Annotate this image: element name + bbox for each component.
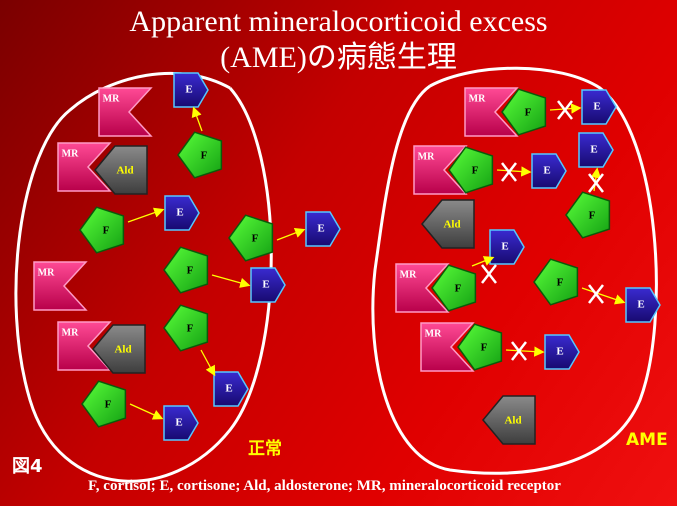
shape-label: F xyxy=(589,210,596,222)
ame-e-4: E xyxy=(490,230,524,264)
block-x-mark xyxy=(502,163,516,181)
ame-ald-1: Ald xyxy=(422,200,474,248)
shape-label: E xyxy=(543,165,550,177)
shape-label: MR xyxy=(103,93,120,104)
shape-label: F xyxy=(201,150,208,162)
normal-f-6: F xyxy=(82,381,125,427)
conversion-arrow xyxy=(194,109,202,131)
conversion-arrow xyxy=(130,404,161,418)
shape-label: E xyxy=(590,144,597,156)
shape-label: E xyxy=(637,299,644,311)
normal-f-3: F xyxy=(229,215,272,261)
normal-f-5: F xyxy=(164,305,207,351)
shape-label: MR xyxy=(400,269,417,280)
ame-e-6: E xyxy=(545,335,579,369)
shape-label: E xyxy=(317,223,324,235)
normal-e-6: E xyxy=(164,406,198,440)
ame-e-2: E xyxy=(532,154,566,188)
ame-f-5: F xyxy=(534,259,577,305)
ame-label: AME xyxy=(626,430,668,450)
shape-label: E xyxy=(225,383,232,395)
conversion-arrow xyxy=(277,230,303,240)
ame-f-3: F xyxy=(566,192,609,238)
shape-label: Ald xyxy=(116,165,133,177)
normal-label: 正常 xyxy=(248,434,282,459)
shape-label: E xyxy=(556,346,563,358)
block-x-mark xyxy=(482,265,496,283)
normal-e-5: E xyxy=(214,372,248,406)
ame-e-1: E xyxy=(582,90,616,124)
shape-label: MR xyxy=(418,151,435,162)
shape-label: F xyxy=(455,283,462,295)
shape-label: E xyxy=(262,279,269,291)
shape-label: F xyxy=(187,323,194,335)
shape-label: MR xyxy=(469,93,486,104)
shape-label: F xyxy=(105,399,112,411)
shape-label: MR xyxy=(38,267,55,278)
normal-mr-top: MR xyxy=(99,88,151,136)
conversion-arrow xyxy=(582,288,623,302)
conversion-arrow xyxy=(212,275,248,285)
shape-label: MR xyxy=(425,328,442,339)
shape-label: F xyxy=(187,265,194,277)
shape-label: E xyxy=(176,207,183,219)
shape-label: F xyxy=(252,233,259,245)
conversion-arrow xyxy=(506,350,542,352)
shape-label: F xyxy=(481,342,488,354)
shape-label: Ald xyxy=(443,219,460,231)
shape-label: F xyxy=(525,107,532,119)
conversion-arrow xyxy=(128,210,162,222)
shape-label: E xyxy=(185,84,192,96)
shape-label: MR xyxy=(62,327,79,338)
figure-number: 図4 xyxy=(12,452,43,478)
shape-label: MR xyxy=(62,148,79,159)
normal-f-1: F xyxy=(178,132,221,178)
normal-f-4: F xyxy=(164,247,207,293)
shape-label: Ald xyxy=(504,415,521,427)
shape-label: E xyxy=(175,417,182,429)
shape-label: F xyxy=(103,225,110,237)
caption: F, cortisol; E, cortisone; Ald, aldoster… xyxy=(88,478,561,495)
conversion-arrow xyxy=(497,170,529,172)
shape-label: Ald xyxy=(114,344,131,356)
shape-label: E xyxy=(501,241,508,253)
title-line1: Apparent mineralocorticoid excess xyxy=(0,4,677,40)
shape-label: E xyxy=(593,101,600,113)
normal-mr-free: MR xyxy=(34,262,86,310)
normal-f-2: F xyxy=(80,207,123,253)
block-x-mark xyxy=(558,101,572,119)
normal-e-2: E xyxy=(165,196,199,230)
shape-label: F xyxy=(557,277,564,289)
ame-e-3: E xyxy=(579,133,613,167)
normal-e-3: E xyxy=(306,212,340,246)
ame-ald-2: Ald xyxy=(483,396,535,444)
shape-label: F xyxy=(472,165,479,177)
conversion-arrow xyxy=(201,350,214,374)
normal-e-4: E xyxy=(251,268,285,302)
title-line2: (AME)の病態生理 xyxy=(0,40,677,76)
conversion-arrow xyxy=(472,258,492,266)
